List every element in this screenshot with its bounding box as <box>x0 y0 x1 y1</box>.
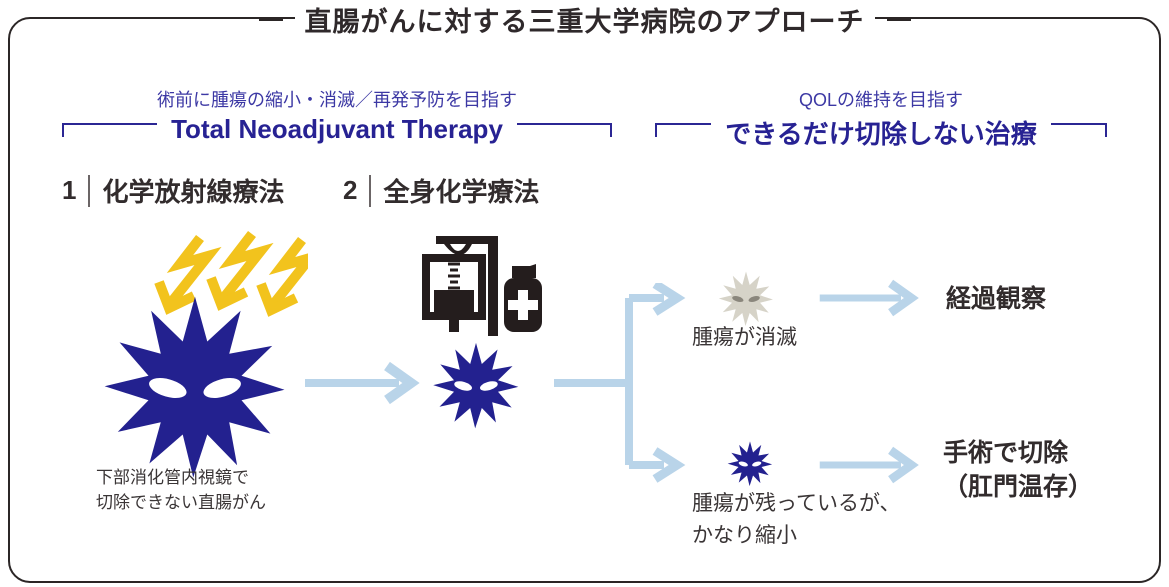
tumor-caption-line2: 切除できない直腸がん <box>96 492 266 512</box>
outcome-1-result: 経過観察 <box>946 283 1046 317</box>
bracket-left-end <box>655 123 712 137</box>
flow-arrow-2 <box>818 277 920 319</box>
bracket-left-end <box>62 123 158 137</box>
title-row: 直腸がんに対する三重大学病院のアプローチ <box>0 0 1169 39</box>
title-dash-left <box>258 17 283 21</box>
flow-arrow-3 <box>818 444 920 486</box>
outcome-2-result-line2: （肛門温存） <box>943 472 1094 501</box>
outcome-2-state-line2: かなり縮小 <box>692 523 797 547</box>
title-dash-right <box>886 17 911 21</box>
tumor-medium-icon <box>433 342 519 429</box>
outcome-2-result: 手術で切除 （肛門温存） <box>943 437 1093 505</box>
outcome-2-state-line1: 腫瘍が残っているが、 <box>692 492 901 515</box>
right-section-header: QOLの維持を目指す できるだけ切除しない治療 <box>655 86 1108 151</box>
outcome-1-result-line1: 経過観察 <box>946 285 1047 313</box>
outcome-2-result-line1: 手術で切除 <box>943 439 1069 467</box>
right-section-subtitle: QOLの維持を目指す <box>798 90 963 110</box>
left-section-subtitle: 術前に腫瘍の縮小・消滅／再発予防を目指す <box>157 90 517 110</box>
step-2-label: 全身化学療法 <box>383 177 540 207</box>
iv-drip-icon <box>422 236 498 336</box>
step-1-divider <box>88 174 91 207</box>
step-1: 1 化学放射線療法 <box>62 172 284 209</box>
outcome-1-state-line1: 腫瘍が消滅 <box>692 326 797 349</box>
left-section-heading: Total Neoadjuvant Therapy <box>171 114 503 144</box>
step-2: 2 全身化学療法 <box>343 172 539 209</box>
page-title: 直腸がんに対する三重大学病院のアプローチ <box>294 0 875 39</box>
outcome-1-state: 腫瘍が消滅 <box>692 322 797 354</box>
left-section-header: 術前に腫瘍の縮小・消滅／再発予防を目指す Total Neoadjuvant T… <box>62 86 613 145</box>
tumor-large-icon <box>104 296 285 478</box>
bracket-right-end <box>516 123 613 137</box>
right-section-bracket: できるだけ切除しない治療 <box>655 114 1108 151</box>
tumor-small-icon <box>727 441 773 487</box>
step-1-number: 1 <box>62 175 77 205</box>
outcome-2-state: 腫瘍が残っているが、 かなり縮小 <box>692 488 901 551</box>
step-1-label: 化学放射線療法 <box>102 177 285 207</box>
branch-connector <box>554 283 686 483</box>
flow-arrow-1 <box>298 361 428 405</box>
left-section-bracket: Total Neoadjuvant Therapy <box>62 114 613 145</box>
tumor-caption-line1: 下部消化管内視鏡で <box>96 468 249 487</box>
step-2-divider <box>369 174 372 207</box>
step-2-number: 2 <box>343 175 358 205</box>
medicine-bottle-icon <box>504 264 542 332</box>
bracket-right-end <box>1050 123 1108 137</box>
tumor-caption: 下部消化管内視鏡で 切除できない直腸がん <box>96 466 266 515</box>
right-section-heading: できるだけ切除しない治療 <box>725 119 1037 149</box>
tumor-faded-icon <box>718 271 773 326</box>
